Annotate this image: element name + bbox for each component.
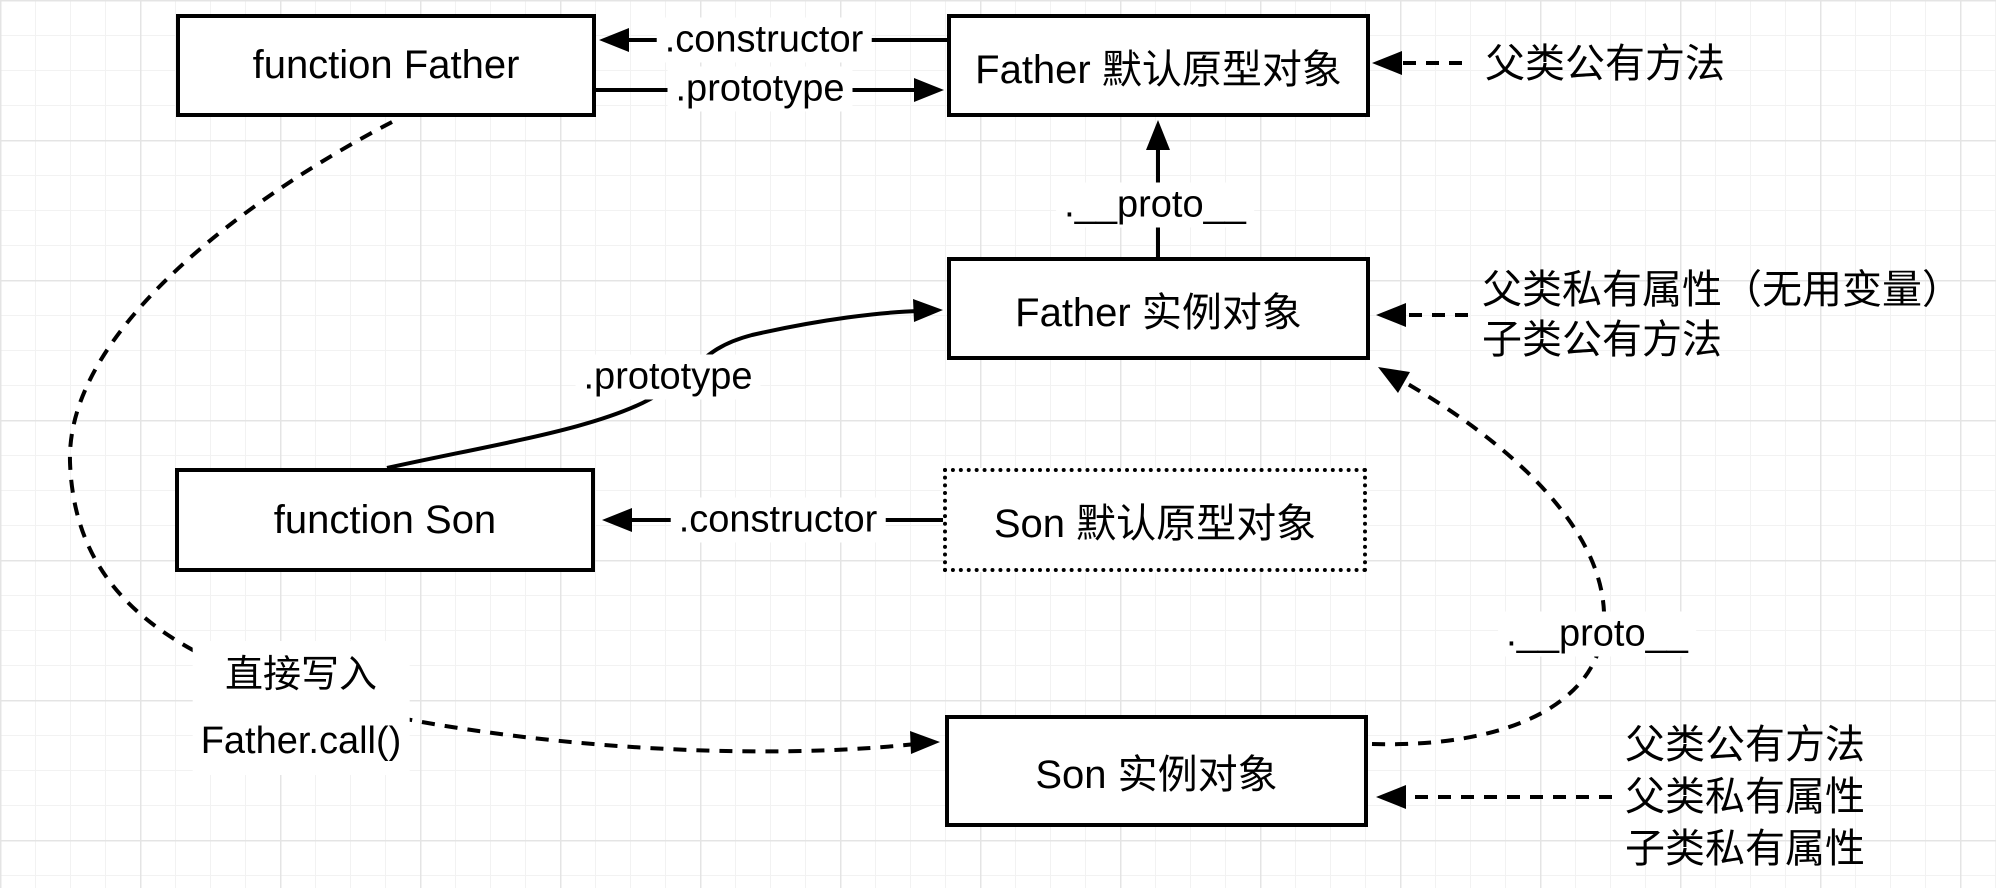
note-father-instance[interactable]: 父类私有属性（无用变量） 子类公有方法 bbox=[1482, 265, 1962, 365]
node-function-father[interactable]: function Father bbox=[176, 14, 596, 117]
note-line: 父类私有属性 bbox=[1625, 775, 1865, 819]
node-father-default-prototype[interactable]: Father 默认原型对象 bbox=[947, 14, 1370, 117]
edge-label-constructor-top[interactable]: .constructor bbox=[656, 17, 872, 63]
arrowhead-left-icon bbox=[599, 28, 629, 52]
node-father-instance[interactable]: Father 实例对象 bbox=[947, 257, 1370, 360]
edge-label-proto-father[interactable]: .__proto__ bbox=[1056, 182, 1254, 228]
arrowhead-upleft-icon bbox=[1378, 367, 1410, 393]
note-line: 父类公有方法 bbox=[1625, 723, 1865, 767]
arrowhead-right-icon bbox=[913, 299, 943, 322]
edge-label-direct-write[interactable]: 直接写入 Father.call() bbox=[192, 641, 410, 775]
arrowhead-left-icon bbox=[602, 508, 632, 532]
arrowhead-left-icon bbox=[1376, 785, 1406, 809]
note-son-instance[interactable]: 父类公有方法 父类私有属性 子类私有属性 bbox=[1625, 719, 1865, 875]
edge-label-proto-son[interactable]: .__proto__ bbox=[1498, 611, 1696, 657]
arrowhead-right-icon bbox=[914, 78, 944, 102]
node-son-default-prototype[interactable]: Son 默认原型对象 bbox=[943, 468, 1367, 572]
edge-label-prototype-top[interactable]: .prototype bbox=[667, 66, 853, 112]
edge-curve bbox=[1371, 373, 1607, 747]
edge-curve bbox=[67, 120, 917, 754]
note-father-default-prototype[interactable]: 父类公有方法 bbox=[1485, 42, 1725, 86]
arrowhead-right-icon bbox=[910, 731, 940, 754]
edge-label-prototype-curve[interactable]: .prototype bbox=[575, 354, 761, 400]
note-line: 父类私有属性（无用变量） bbox=[1482, 268, 1962, 312]
note-line: 子类私有属性 bbox=[1625, 827, 1865, 871]
edge-son-instance-note[interactable] bbox=[1376, 785, 1612, 809]
direct-write-line1: 直接写入 bbox=[224, 654, 377, 696]
edge-proto-son[interactable] bbox=[1371, 367, 1607, 747]
arrowhead-left-icon bbox=[1372, 51, 1402, 75]
node-function-son[interactable]: function Son bbox=[175, 468, 595, 572]
direct-write-line2: Father.call() bbox=[200, 720, 402, 762]
arrowhead-up-icon bbox=[1146, 120, 1170, 150]
edge-label-constructor-bottom[interactable]: .constructor bbox=[670, 497, 886, 543]
edge-direct-write[interactable] bbox=[67, 120, 940, 754]
edge-father-default-note[interactable] bbox=[1372, 51, 1462, 75]
node-son-instance[interactable]: Son 实例对象 bbox=[945, 715, 1368, 827]
arrowhead-left-icon bbox=[1376, 303, 1406, 327]
edge-father-instance-note[interactable] bbox=[1376, 303, 1468, 327]
note-line: 子类公有方法 bbox=[1482, 318, 1722, 362]
